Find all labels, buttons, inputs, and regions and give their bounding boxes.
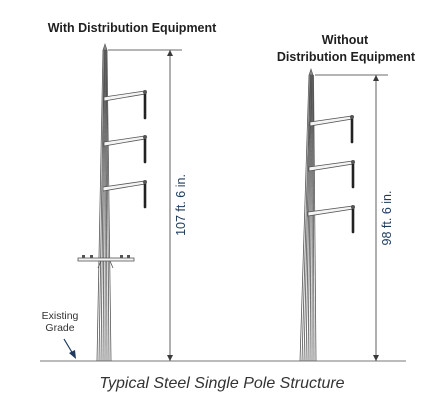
grade-arrow-icon: [63, 338, 76, 359]
distribution-crossarm: [77, 255, 135, 269]
pole-2-arm-1: [309, 115, 354, 144]
pole-2-dimension: 98 ft. 6 in.: [315, 74, 394, 361]
pole-1-shaft: [96, 49, 112, 362]
pole-1-top: [102, 43, 108, 51]
pole-2: 98 ft. 6 in.: [299, 68, 394, 362]
diagram-caption: Typical Steel Single Pole Structure: [99, 375, 344, 392]
pole-2-title-line2: Distribution Equipment: [277, 50, 416, 64]
pole-2-shaft: [299, 74, 317, 362]
pole-1-dimension: 107 ft. 6 in.: [108, 49, 188, 361]
existing-grade-label-line2: Grade: [45, 322, 74, 334]
pole-1: 107 ft. 6 in.: [77, 43, 188, 362]
pole-2-arm-3: [307, 205, 355, 234]
pole-2-arm-2: [308, 160, 355, 189]
pole-2-top: [308, 68, 314, 76]
existing-grade-label-line1: Existing: [42, 310, 79, 322]
pole-1-title: With Distribution Equipment: [48, 21, 217, 35]
pole-1-height-label: 107 ft. 6 in.: [174, 174, 188, 236]
pole-1-arm-1: [103, 90, 147, 120]
pole-1-arm-3: [102, 180, 147, 209]
pole-2-height-label: 98 ft. 6 in.: [380, 191, 394, 246]
pole-1-arm-2: [103, 135, 147, 164]
pole-2-title-line1: Without: [322, 33, 369, 47]
